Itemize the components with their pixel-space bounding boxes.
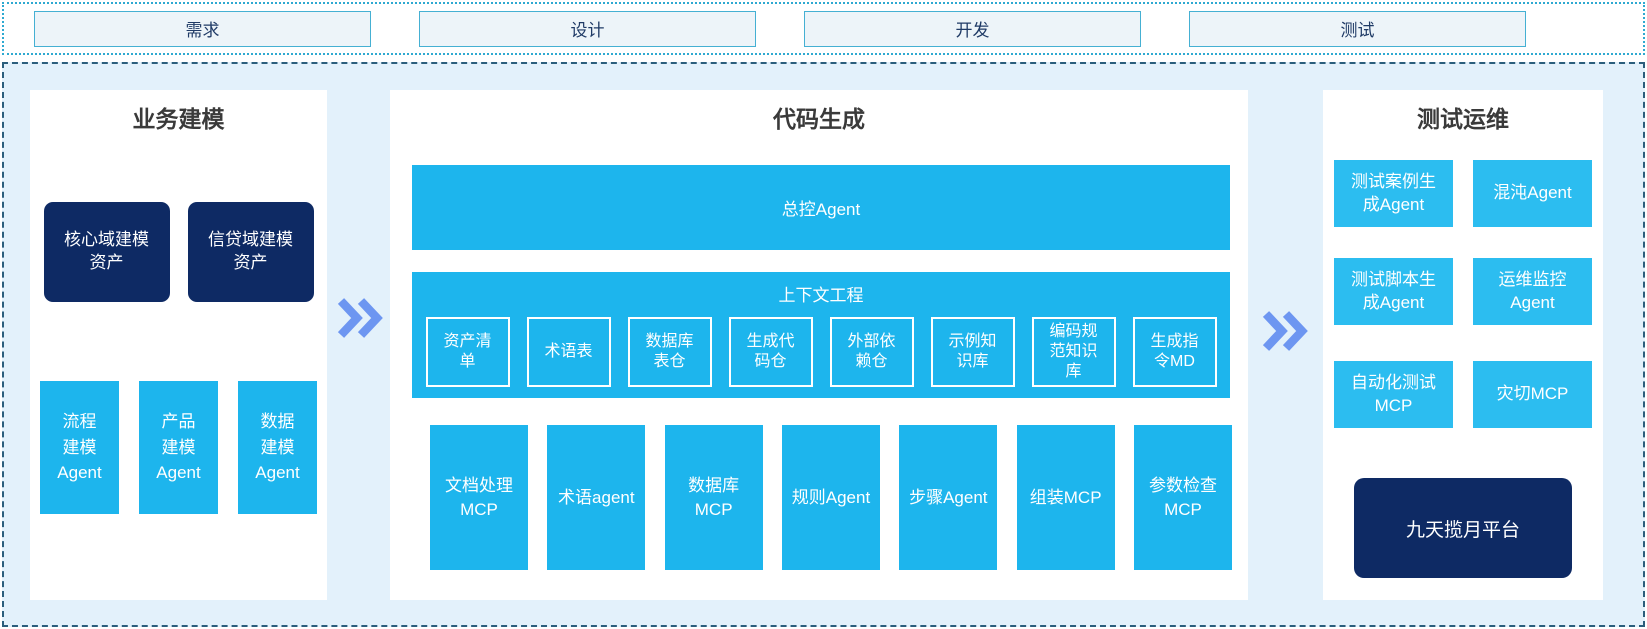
stage-design: 设计 (419, 10, 756, 47)
testops-row-3: 自动化测试 MCP 灾切MCP (1323, 361, 1603, 428)
node-asset-list: 资产清 单 (425, 317, 510, 387)
node-rule-agent: 规则Agent (781, 425, 880, 570)
node-database-table-repo: 数据库 表仓 (627, 317, 712, 387)
stage-requirements: 需求 (34, 10, 371, 47)
panel-test-operations: 测试运维 测试案例生 成Agent 混沌Agent 测试脚本生 成Agent 运… (1323, 90, 1603, 600)
main-container: 业务建模 核心域建模 资产 信贷域建模 资产 流程 建模 Agent 产品 建模… (2, 62, 1645, 627)
panel-codegen-title: 代码生成 (773, 106, 865, 132)
testops-row-1: 测试案例生 成Agent 混沌Agent (1323, 160, 1603, 227)
stage-strip: 需求 设计 开发 测试 (2, 2, 1645, 55)
stage-testing: 测试 (1189, 10, 1526, 47)
node-chaos-agent: 混沌Agent (1473, 160, 1592, 227)
business-agent-row: 流程 建模 Agent 产品 建模 Agent 数据 建模 Agent (30, 381, 327, 514)
testops-row-2: 测试脚本生 成Agent 运维监控 Agent (1323, 258, 1603, 325)
chevron-right-double-icon (1261, 311, 1308, 351)
node-automated-testing-mcp: 自动化测试 MCP (1334, 361, 1453, 428)
node-coding-standard-knowledge-base: 编码规 范知识 库 (1031, 317, 1116, 387)
node-generated-code-repo: 生成代 码仓 (728, 317, 813, 387)
node-process-modeling-agent: 流程 建模 Agent (40, 381, 119, 514)
node-master-control-agent: 总控Agent (412, 165, 1230, 250)
node-example-knowledge-base: 示例知 识库 (930, 317, 1015, 387)
node-database-mcp: 数据库 MCP (664, 425, 763, 570)
codegen-tools-row: 文档处理 MCP 术语agent 数据库 MCP 规则Agent 步骤Agent… (430, 425, 1232, 570)
node-assembly-mcp: 组装MCP (1016, 425, 1115, 570)
node-test-case-generation-agent: 测试案例生 成Agent (1334, 160, 1453, 227)
context-engineering-group: 上下文工程 资产清 单 术语表 数据库 表仓 生成代 码仓 外部依 赖仓 示例知… (412, 272, 1230, 398)
business-asset-row: 核心域建模 资产 信贷域建模 资产 (30, 202, 327, 302)
node-step-agent: 步骤Agent (899, 425, 998, 570)
node-external-dependency-repo: 外部依 赖仓 (829, 317, 914, 387)
node-core-domain-modeling-assets: 核心域建模 资产 (43, 202, 170, 302)
node-document-processing-mcp: 文档处理 MCP (430, 425, 528, 570)
node-product-modeling-agent: 产品 建模 Agent (139, 381, 218, 514)
chevron-right-double-icon (336, 298, 383, 338)
context-engineering-title: 上下文工程 (778, 286, 864, 305)
panel-code-generation: 代码生成 总控Agent 上下文工程 资产清 单 术语表 数据库 表仓 生成代 … (390, 90, 1248, 600)
context-engineering-row: 资产清 单 术语表 数据库 表仓 生成代 码仓 外部依 赖仓 示例知 识库 编码… (412, 317, 1230, 387)
node-data-modeling-agent: 数据 建模 Agent (238, 381, 317, 514)
node-test-script-generation-agent: 测试脚本生 成Agent (1334, 258, 1453, 325)
panel-business-title: 业务建模 (132, 106, 225, 132)
panel-testops-title: 测试运维 (1417, 106, 1509, 132)
node-parameter-check-mcp: 参数检查 MCP (1133, 425, 1232, 570)
node-glossary: 术语表 (526, 317, 611, 387)
panel-business-modeling: 业务建模 核心域建模 资产 信贷域建模 资产 流程 建模 Agent 产品 建模… (30, 90, 327, 600)
node-jiutian-lanyue-platform: 九天揽月平台 (1354, 478, 1572, 578)
node-credit-domain-modeling-assets: 信贷域建模 资产 (187, 202, 314, 302)
node-ops-monitoring-agent: 运维监控 Agent (1473, 258, 1592, 325)
node-disaster-switch-mcp: 灾切MCP (1473, 361, 1592, 428)
node-terminology-agent: 术语agent (547, 425, 646, 570)
node-generation-instruction-md: 生成指 令MD (1132, 317, 1217, 387)
stage-development: 开发 (804, 10, 1141, 47)
